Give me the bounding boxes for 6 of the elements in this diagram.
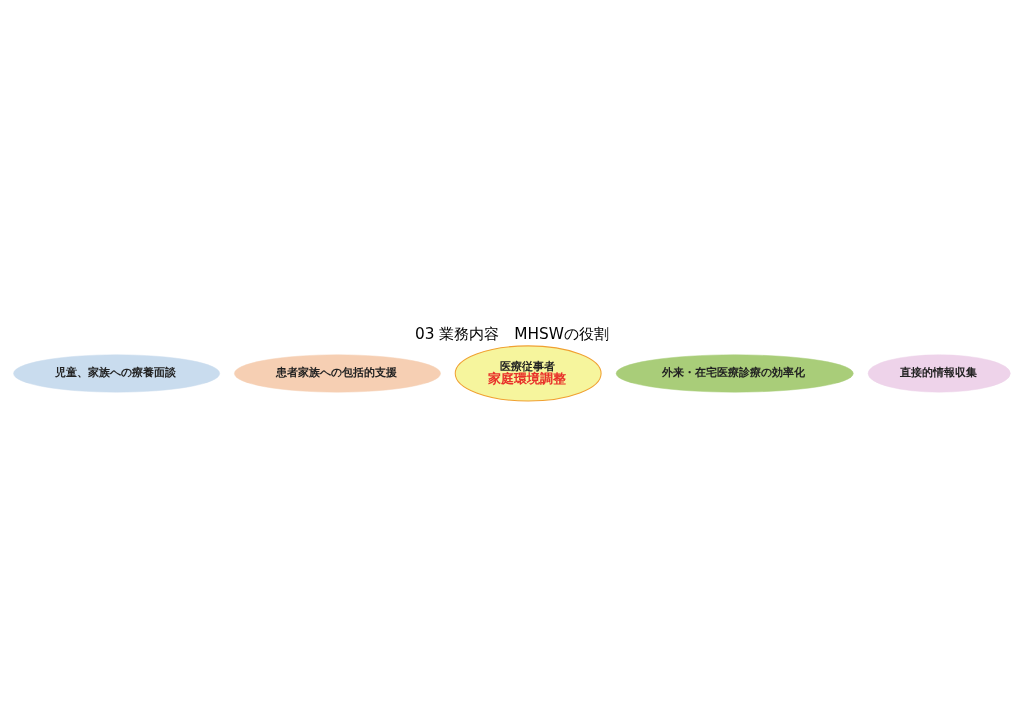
node-ellipse: 直接的情報収集	[867, 354, 1011, 393]
node-ellipse: 患者家族への包括的支援	[234, 354, 441, 393]
node-ellipse: 医療従事者 家庭環境調整	[454, 345, 602, 402]
diagram-title: 03 業務内容 MHSWの役割	[414, 325, 610, 344]
node-ellipse: 外来・在宅医療診療の効率化	[615, 354, 854, 393]
node-ellipse: 児童、家族への療養面談	[13, 354, 220, 393]
